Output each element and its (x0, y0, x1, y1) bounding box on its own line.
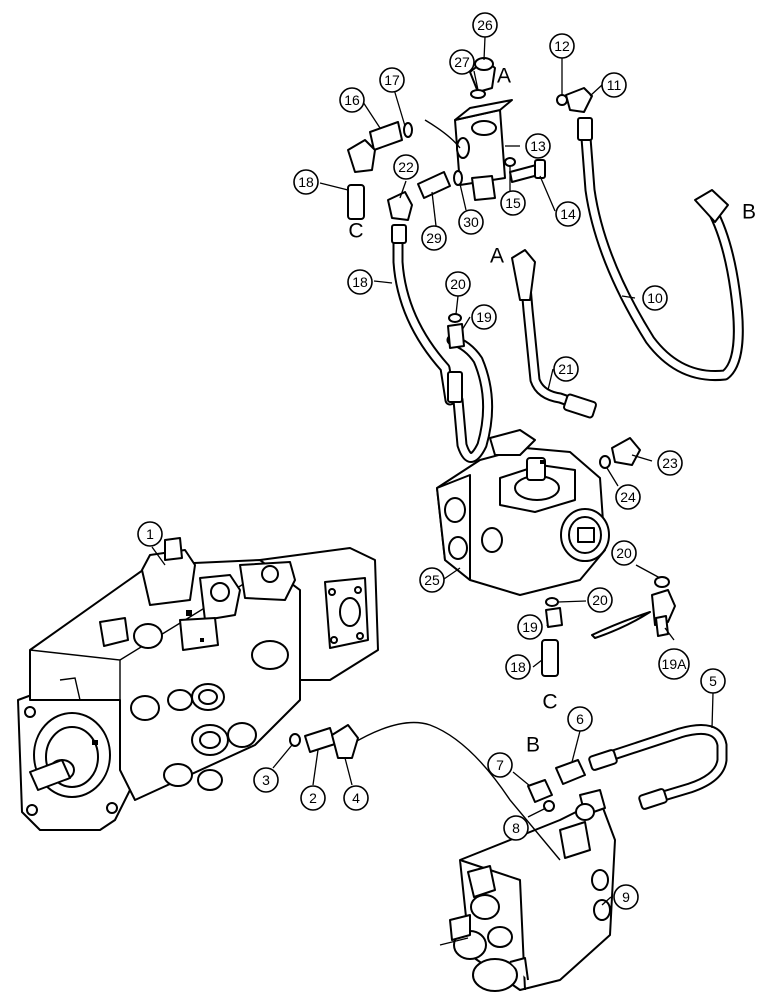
svg-text:19: 19 (522, 619, 538, 635)
svg-text:18: 18 (510, 659, 526, 675)
callout-30: 30 (458, 209, 484, 235)
svg-text:18: 18 (298, 174, 314, 190)
callout-6: 6 (567, 706, 593, 732)
callout-20-right: 20 (611, 540, 637, 566)
callout-22: 22 (393, 154, 419, 180)
callout-26: 26 (472, 12, 498, 38)
callout-9: 9 (613, 884, 639, 910)
fittings (289, 57, 676, 812)
svg-text:19A: 19A (662, 656, 688, 672)
svg-text:23: 23 (662, 455, 678, 471)
svg-text:10: 10 (647, 290, 663, 306)
svg-text:3: 3 (262, 772, 270, 788)
hoses (349, 117, 744, 861)
valve-block-assembly (424, 99, 513, 201)
svg-text:8: 8 (512, 820, 520, 836)
callout-24: 24 (615, 484, 641, 510)
callout-21: 21 (553, 356, 579, 382)
control-valve-assembly (439, 789, 616, 992)
svg-text:26: 26 (477, 17, 493, 33)
letter-b-valve: B (526, 734, 540, 757)
letter-c-top: C (348, 220, 363, 243)
callout-19-top: 19 (471, 304, 497, 330)
svg-text:20: 20 (616, 545, 632, 561)
callout-7: 7 (487, 752, 513, 778)
svg-text:7: 7 (496, 757, 504, 773)
svg-text:4: 4 (352, 790, 360, 806)
callout-2: 2 (300, 785, 326, 811)
callout-3: 3 (253, 767, 279, 793)
svg-text:5: 5 (709, 673, 717, 689)
letter-a-valve: A (497, 65, 511, 88)
callout-29: 29 (421, 225, 447, 251)
svg-text:17: 17 (384, 72, 400, 88)
svg-text:29: 29 (426, 230, 442, 246)
svg-text:2: 2 (309, 790, 317, 806)
svg-text:14: 14 (560, 206, 576, 222)
callout-10: 10 (642, 285, 668, 311)
svg-text:18: 18 (352, 274, 368, 290)
callout-11: 11 (601, 72, 627, 98)
callout-18-middle: 18 (347, 269, 373, 295)
svg-text:20: 20 (450, 276, 466, 292)
callout-8: 8 (503, 815, 529, 841)
letter-a-hose: A (490, 245, 504, 268)
callout-23: 23 (657, 450, 683, 476)
callout-18-lower: 18 (505, 654, 531, 680)
callout-25: 25 (419, 567, 445, 593)
callout-19a: 19A (658, 648, 690, 680)
callout-27: 27 (449, 49, 475, 75)
svg-text:27: 27 (454, 54, 470, 70)
callout-1: 1 (137, 521, 163, 547)
svg-text:13: 13 (530, 138, 546, 154)
callout-5: 5 (700, 668, 726, 694)
callout-18-top: 18 (293, 169, 319, 195)
svg-text:15: 15 (505, 195, 521, 211)
svg-text:30: 30 (463, 214, 479, 230)
callout-15: 15 (500, 190, 526, 216)
svg-text:16: 16 (344, 92, 360, 108)
callout-19-lower: 19 (517, 614, 543, 640)
svg-text:19: 19 (476, 309, 492, 325)
connection-letters: A A B B C C (348, 65, 756, 757)
svg-text:6: 6 (576, 711, 584, 727)
tandem-pump-assembly (17, 537, 379, 831)
svg-text:24: 24 (620, 489, 636, 505)
callout-20-lower: 20 (587, 587, 613, 613)
svg-text:9: 9 (622, 889, 630, 905)
callout-17: 17 (379, 67, 405, 93)
svg-text:12: 12 (554, 38, 570, 54)
callout-16: 16 (339, 87, 365, 113)
callout-4: 4 (343, 785, 369, 811)
svg-text:21: 21 (558, 361, 574, 377)
letter-b-hose: B (742, 201, 756, 224)
callouts: 26 27 12 11 16 17 13 15 14 18 22 29 30 1… (137, 12, 726, 910)
callout-20-top: 20 (445, 271, 471, 297)
callout-13: 13 (525, 133, 551, 159)
svg-text:20: 20 (592, 592, 608, 608)
svg-text:11: 11 (607, 77, 622, 93)
svg-text:1: 1 (146, 526, 154, 542)
callout-14: 14 (555, 201, 581, 227)
svg-text:22: 22 (398, 159, 414, 175)
svg-text:25: 25 (424, 572, 440, 588)
letter-c-bottom: C (542, 691, 557, 714)
leader-lines (151, 36, 714, 906)
callout-12: 12 (549, 33, 575, 59)
gear-pump-assembly (436, 429, 610, 596)
